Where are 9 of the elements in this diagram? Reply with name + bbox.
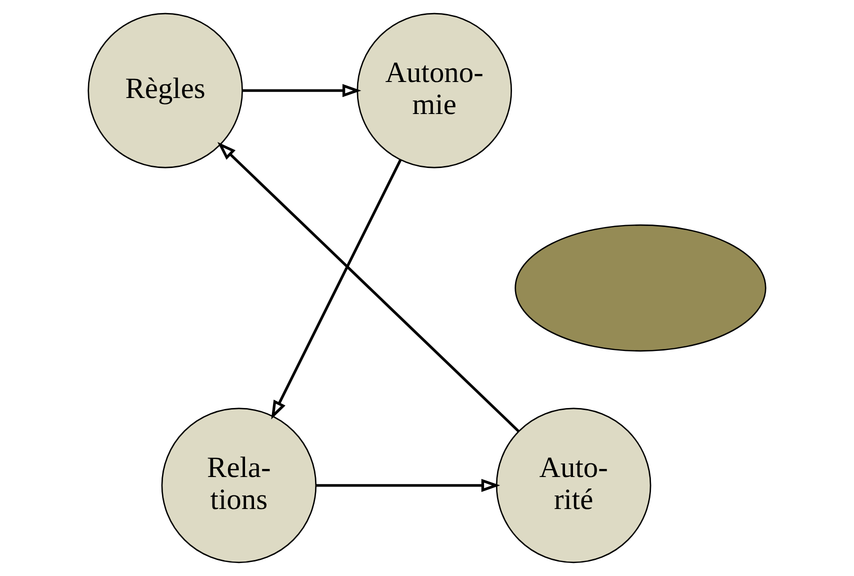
node-circle: Autono- mie	[356, 12, 512, 168]
arrow	[242, 84, 362, 98]
arrow	[316, 478, 500, 492]
arrow	[217, 142, 520, 432]
node-circle: Rela- tions	[161, 408, 317, 564]
node-circle: Auto- rité	[496, 408, 652, 564]
node-circle: Règles	[88, 12, 243, 168]
arrow	[271, 159, 402, 420]
node-ellipse	[514, 224, 766, 352]
